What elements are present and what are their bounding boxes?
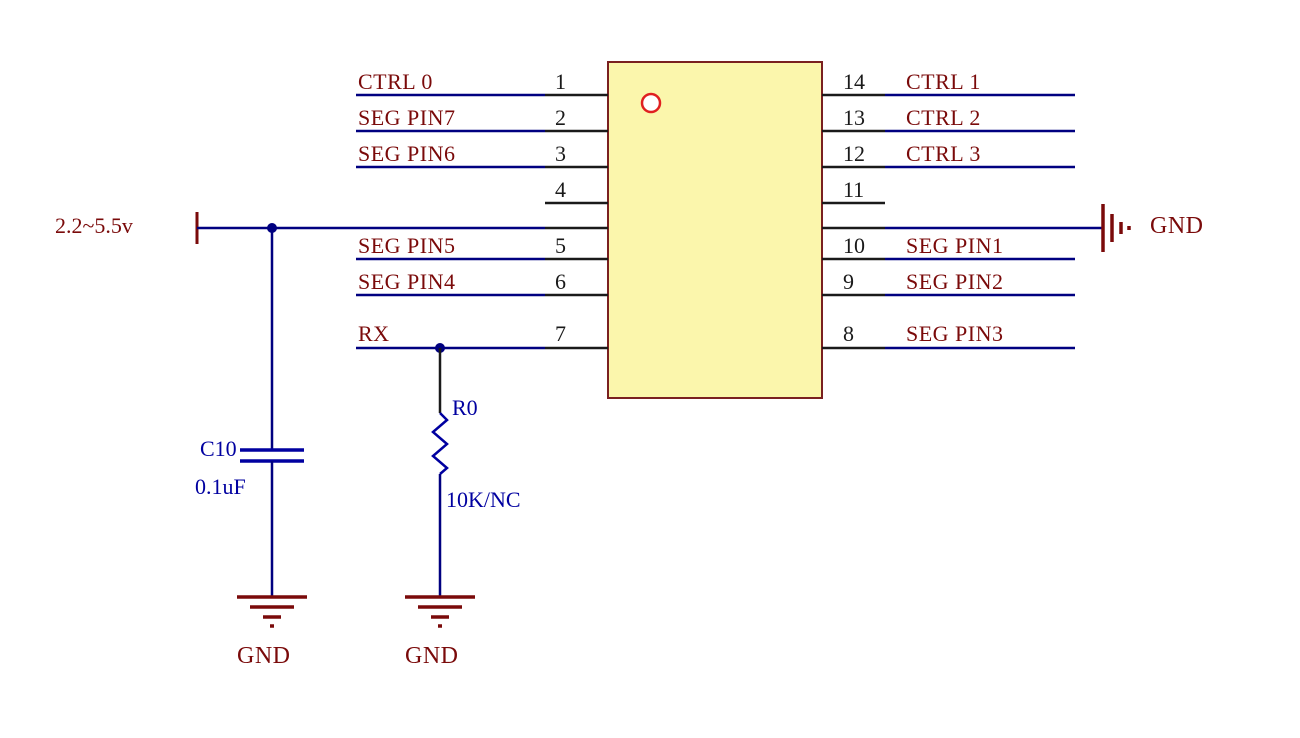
pin-number-10: 10 — [843, 233, 865, 258]
pin-number-6: 6 — [555, 269, 566, 294]
right-pin-stubs — [822, 93, 885, 350]
ground-symbol-right — [1101, 204, 1131, 252]
net-label-segpin5: SEG PIN5 — [358, 233, 456, 258]
net-label-ctrl2: CTRL 2 — [906, 105, 981, 130]
net-label-segpin6: SEG PIN6 — [358, 141, 456, 166]
gnd-label-capacitor: GND — [237, 643, 291, 669]
left-pin-stubs — [545, 93, 608, 350]
pin-number-8: 8 — [843, 321, 854, 346]
pin-number-14: 14 — [843, 69, 865, 94]
net-label-segpin4: SEG PIN4 — [358, 269, 456, 294]
net-label-rx: RX — [358, 321, 390, 346]
net-label-ctrl3: CTRL 3 — [906, 141, 981, 166]
gnd-label-right: GND — [1150, 213, 1204, 239]
pin1-marker-icon — [640, 92, 662, 114]
gnd-label-resistor: GND — [405, 643, 459, 669]
pin-number-3: 3 — [555, 141, 566, 166]
pin-number-1: 1 — [555, 69, 566, 94]
resistor-value: 10K/NC — [446, 487, 521, 512]
pin-number-7: 7 — [555, 321, 566, 346]
resistor-designator: R0 — [452, 395, 478, 420]
ground-symbol-capacitor — [237, 595, 307, 628]
pin-number-13: 13 — [843, 105, 865, 130]
net-label-ctrl0: CTRL 0 — [358, 69, 433, 94]
ground-symbol-resistor — [405, 595, 475, 628]
resistor-zigzag — [431, 412, 449, 475]
capacitor-value: 0.1uF — [195, 474, 246, 499]
power-net-label: 2.2~5.5v — [55, 213, 133, 238]
pin-number-2: 2 — [555, 105, 566, 130]
capacitor-designator: C10 — [200, 436, 237, 461]
net-label-segpin3: SEG PIN3 — [906, 321, 1004, 346]
net-label-ctrl1: CTRL 1 — [906, 69, 981, 94]
ic-body — [607, 61, 823, 399]
pin-number-12: 12 — [843, 141, 865, 166]
pin-number-11: 11 — [843, 177, 865, 202]
net-label-segpin2: SEG PIN2 — [906, 269, 1004, 294]
net-label-segpin7: SEG PIN7 — [358, 105, 456, 130]
pin-number-5: 5 — [555, 233, 566, 258]
right-net-wires — [885, 93, 1103, 350]
left-net-wires — [356, 93, 545, 350]
pin-number-4: 4 — [555, 177, 566, 202]
net-label-segpin1: SEG PIN1 — [906, 233, 1004, 258]
pin-number-9: 9 — [843, 269, 854, 294]
